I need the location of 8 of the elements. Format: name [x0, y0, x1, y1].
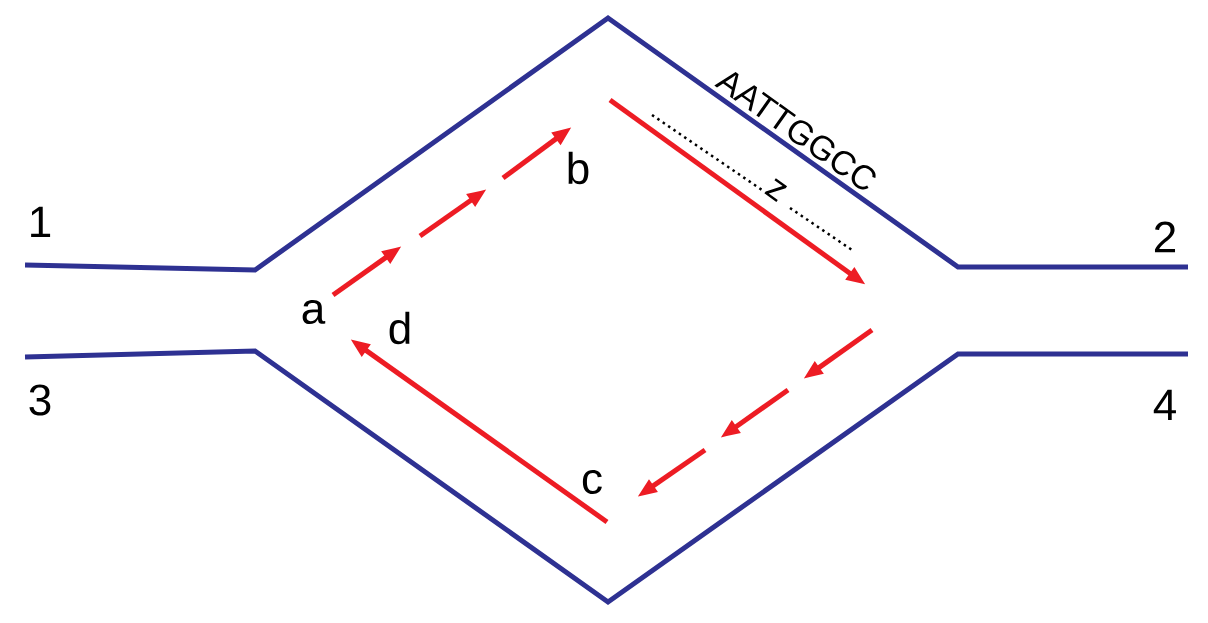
- arm-number: 2: [1155, 221, 1175, 253]
- point-label: b: [568, 151, 589, 185]
- point-label: c: [582, 469, 602, 495]
- point-label: a: [302, 299, 326, 325]
- point-label: d: [389, 311, 410, 345]
- arm-number: 1: [31, 206, 51, 238]
- arm-number: 3: [29, 384, 51, 416]
- arm-number: 4: [1153, 389, 1176, 421]
